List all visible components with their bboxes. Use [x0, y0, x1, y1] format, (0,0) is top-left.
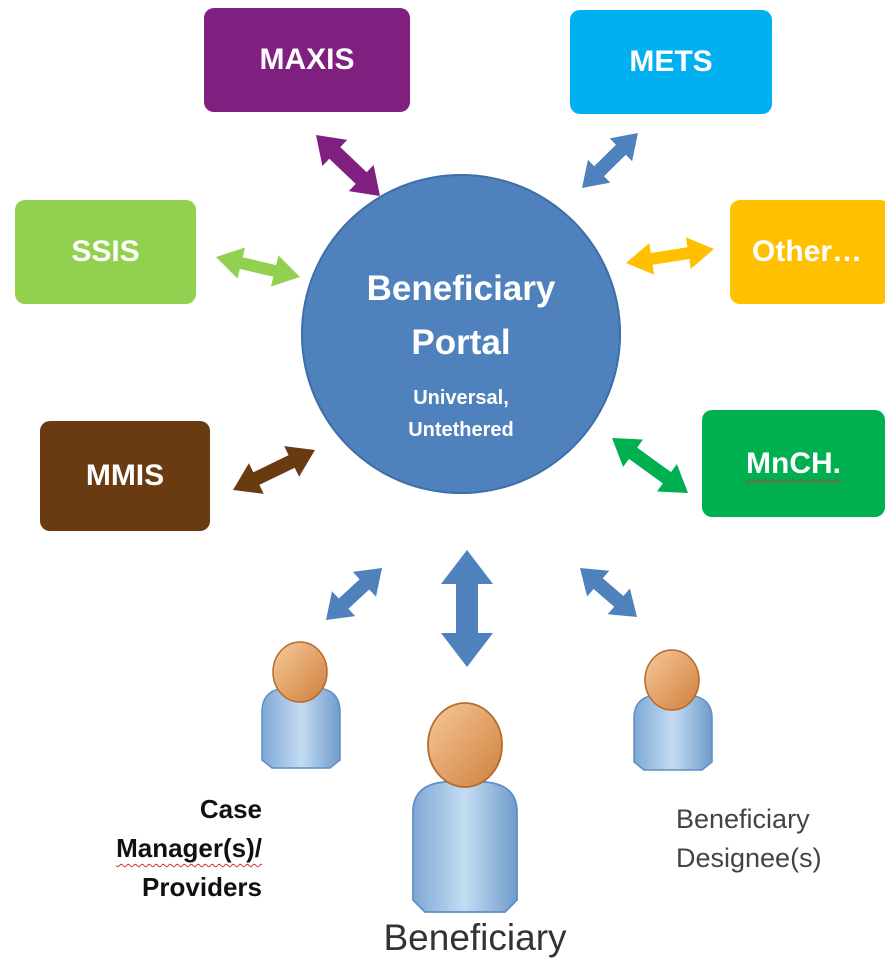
other-label: Other…	[752, 235, 863, 268]
ssis-double-arrow	[216, 247, 300, 287]
case-label-line3: Providers	[142, 872, 262, 902]
case-manager-double-arrow	[326, 568, 382, 620]
designee-label-line1: Beneficiary	[676, 804, 810, 834]
ssis-box: SSIS	[15, 200, 196, 304]
beneficiary-person-icon	[412, 702, 518, 913]
beneficiary-label: Beneficiary	[383, 917, 567, 958]
mets-label: METS	[629, 45, 713, 78]
designee-label-line2: Designee(s)	[676, 843, 822, 873]
mnch-label: MnCH.	[746, 446, 841, 480]
case-manager-person-icon	[261, 641, 341, 769]
hub-subtitle-line1: Universal,	[413, 387, 509, 409]
ssis-label: SSIS	[71, 235, 140, 268]
designee-double-arrow	[580, 568, 637, 617]
beneficiary-portal-hub: Beneficiary Portal Universal, Untethered	[301, 174, 621, 494]
mnch-box: MnCH.	[702, 410, 885, 517]
mets-double-arrow	[582, 133, 638, 188]
case-manager-label: Case Manager(s)/ Providers	[40, 790, 262, 907]
hub-subtitle-line2: Untethered	[408, 419, 514, 441]
mets-box: METS	[570, 10, 772, 114]
beneficiary-double-arrow	[441, 550, 493, 667]
hub-title-line1: Beneficiary	[366, 269, 556, 308]
case-label-line1: Case	[199, 794, 262, 824]
maxis-box: MAXIS	[204, 8, 410, 112]
maxis-double-arrow	[316, 135, 380, 196]
hub-title: Beneficiary Portal	[301, 262, 621, 370]
hub-subtitle: Universal, Untethered	[301, 382, 621, 446]
designee-label: Beneficiary Designee(s)	[676, 800, 876, 878]
mmis-box: MMIS	[40, 421, 210, 531]
maxis-label: MAXIS	[259, 43, 355, 76]
other-box: Other…	[730, 200, 885, 304]
mmis-label: MMIS	[85, 459, 165, 492]
hub-title-line2: Portal	[411, 323, 511, 362]
case-label-line2: Manager(s)/	[116, 833, 262, 863]
mmis-double-arrow	[233, 446, 315, 494]
other-double-arrow	[626, 237, 714, 275]
designee-person-icon	[633, 649, 713, 771]
mnch-double-arrow	[612, 438, 688, 493]
